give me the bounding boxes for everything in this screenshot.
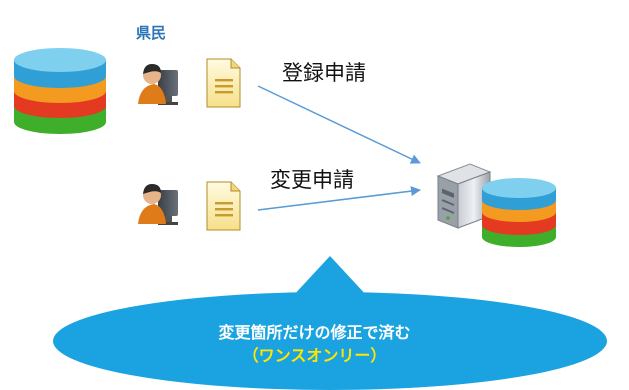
document-icon xyxy=(206,181,241,231)
server-icon xyxy=(436,163,492,229)
user-computer-icon xyxy=(138,184,178,225)
user-computer-icon xyxy=(138,64,178,105)
resident-label: 県民 xyxy=(136,24,167,42)
document-icon xyxy=(206,58,241,108)
change-request-label: 変更申請 xyxy=(270,168,354,192)
database-icon-right xyxy=(482,178,556,247)
callout-bubble xyxy=(53,256,607,390)
callout-highlight-text: （ワンスオンリー） xyxy=(242,346,387,365)
database-icon-left xyxy=(14,48,106,134)
callout-text: 変更箇所だけの修正で済む xyxy=(218,323,411,342)
registration-request-label: 登録申請 xyxy=(282,61,366,85)
registration-arrow xyxy=(257,85,421,164)
change-arrow xyxy=(257,186,421,211)
